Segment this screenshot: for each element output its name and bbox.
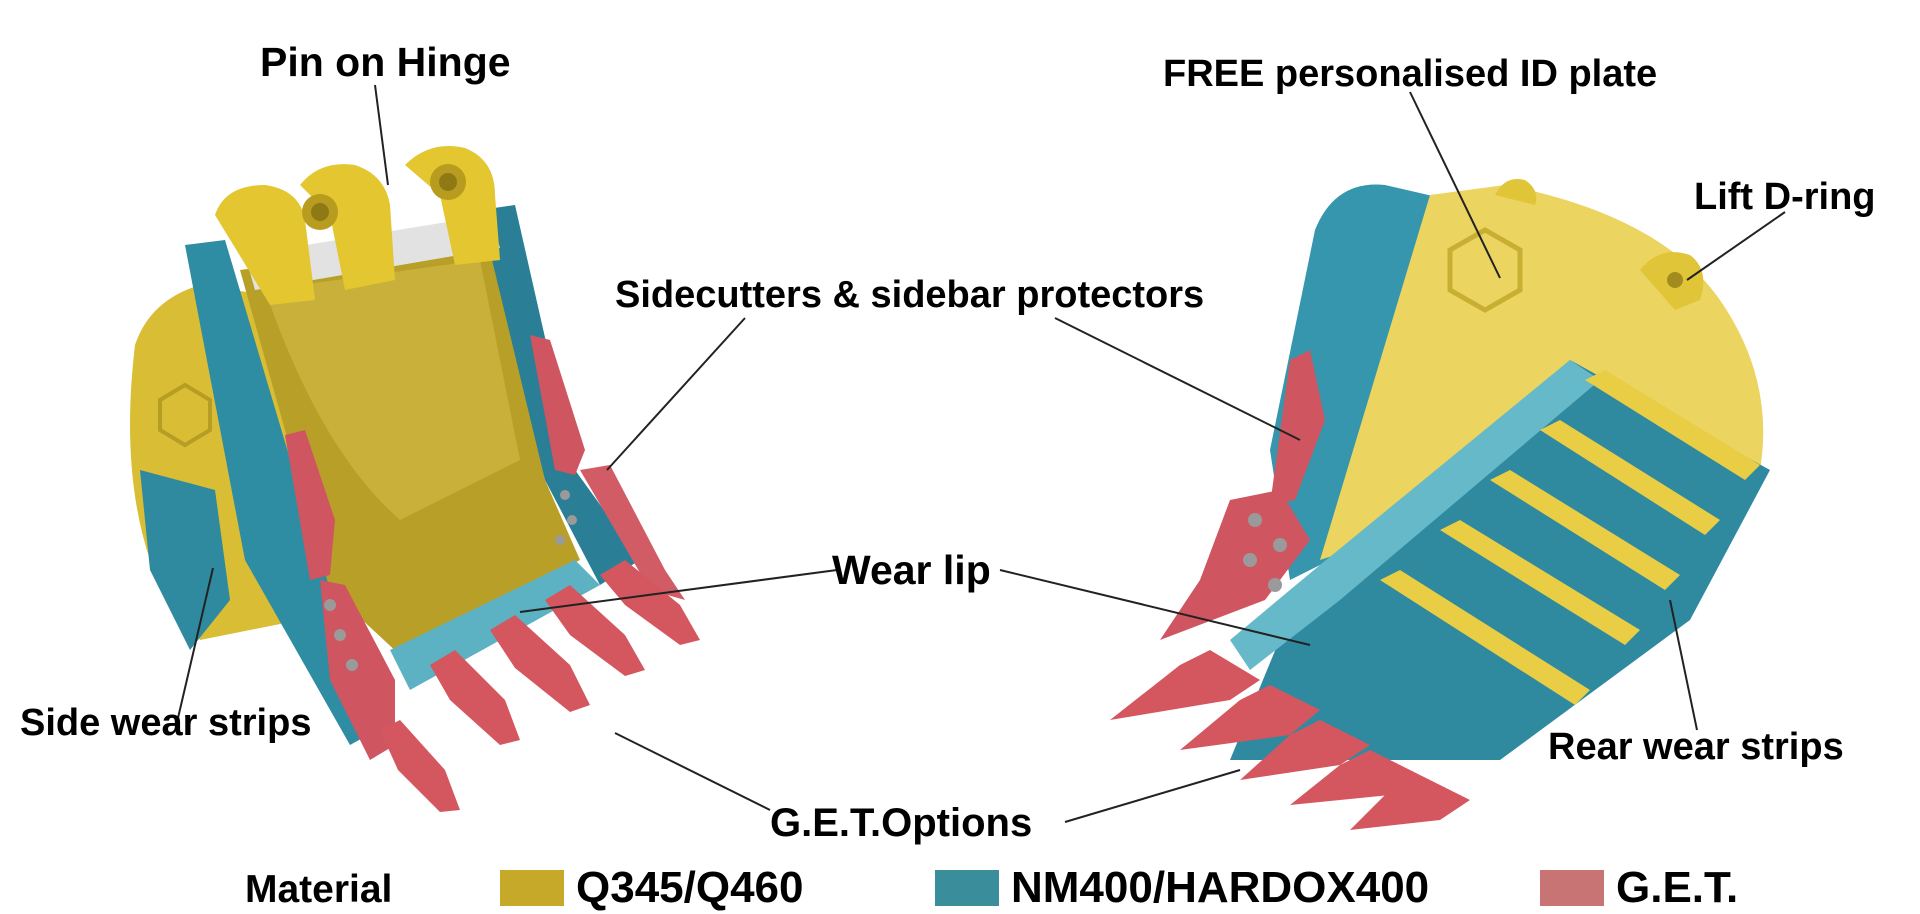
label-side-wear-strips: Side wear strips bbox=[20, 702, 312, 744]
right-bolts bbox=[1243, 513, 1287, 592]
right-sidebar-protector bbox=[1160, 490, 1310, 640]
legend-item-nm400: NM400/HARDOX400 bbox=[935, 865, 1429, 911]
left-sidebar-protector-right bbox=[530, 335, 585, 475]
label-rear-wear-strips: Rear wear strips bbox=[1548, 726, 1844, 768]
right-get-teeth bbox=[1110, 650, 1470, 830]
left-logo-emblem bbox=[158, 382, 212, 448]
right-logo-emblem bbox=[1447, 227, 1523, 313]
left-bolts bbox=[324, 490, 577, 671]
legend-swatch-q345 bbox=[500, 870, 564, 906]
label-id-plate: FREE personalised ID plate bbox=[1163, 53, 1658, 95]
legend-item-q345: Q345/Q460 bbox=[500, 865, 804, 911]
right-bucket bbox=[1110, 179, 1770, 830]
left-hinge-ears bbox=[215, 146, 500, 305]
left-side-wear-strips bbox=[140, 470, 230, 650]
left-sidecutter-left bbox=[320, 580, 395, 760]
right-rear-wear-strips bbox=[1380, 370, 1760, 705]
left-right-side-plate bbox=[480, 205, 640, 585]
legend-swatch-get bbox=[1540, 870, 1604, 906]
leader-get-options-left bbox=[614, 732, 771, 811]
label-sidecutters: Sidecutters & sidebar protectors bbox=[615, 274, 1205, 316]
label-wear-lip: Wear lip bbox=[832, 547, 991, 593]
legend-title: Material bbox=[245, 868, 393, 911]
leader-id-plate bbox=[1409, 91, 1501, 279]
d-ring-hole bbox=[1667, 272, 1683, 288]
right-sidecutter bbox=[1270, 350, 1325, 505]
label-get-options: G.E.T.Options bbox=[770, 801, 1033, 845]
left-get-teeth bbox=[380, 560, 700, 812]
left-sidebar-protector-left bbox=[285, 430, 335, 580]
legend-item-get: G.E.T. bbox=[1540, 865, 1738, 911]
left-sidecutter-right bbox=[580, 465, 685, 600]
legend-label-get: G.E.T. bbox=[1616, 863, 1739, 912]
leader-sidecutters-left bbox=[606, 317, 746, 471]
legend-label-q345: Q345/Q460 bbox=[576, 863, 804, 912]
leader-get-options-right bbox=[1064, 769, 1241, 823]
left-bucket bbox=[130, 146, 700, 812]
leader-wear-lip-right bbox=[999, 569, 1311, 646]
leader-wear-lip-left bbox=[519, 569, 838, 613]
leader-rear-wear-strips bbox=[1669, 599, 1698, 731]
legend-label-nm400: NM400/HARDOX400 bbox=[1011, 863, 1430, 912]
legend-swatch-nm400 bbox=[935, 870, 999, 906]
leader-lift-d-ring bbox=[1686, 211, 1786, 281]
label-pin-on-hinge: Pin on Hinge bbox=[260, 39, 511, 85]
label-lift-d-ring: Lift D-ring bbox=[1694, 176, 1876, 218]
left-interior-highlight bbox=[265, 260, 520, 520]
leader-side-wear-strips bbox=[177, 567, 214, 719]
leader-sidecutters-right bbox=[1054, 317, 1301, 441]
leader-lines bbox=[177, 84, 1786, 823]
right-top-bracket bbox=[1495, 179, 1537, 205]
right-wear-lip bbox=[1230, 360, 1600, 670]
leader-pin-on-hinge bbox=[374, 84, 389, 186]
